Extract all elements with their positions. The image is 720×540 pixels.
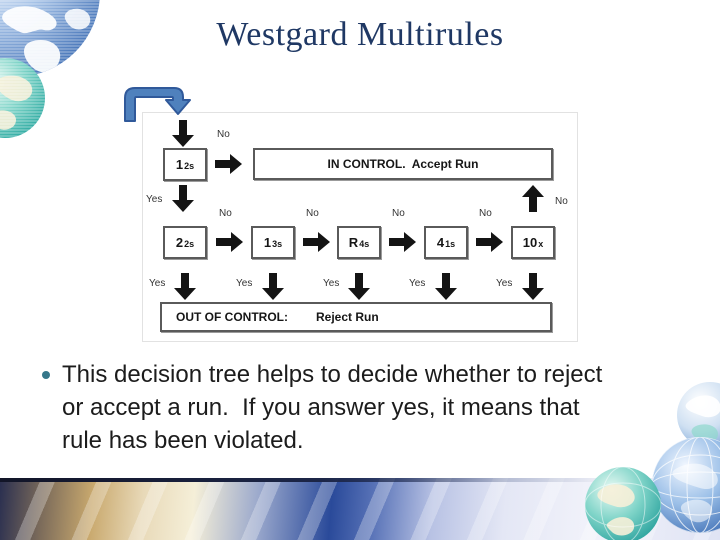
rule-main: 10 — [522, 235, 538, 250]
yes-label: Yes — [323, 278, 340, 289]
rule-sub: 3s — [272, 238, 283, 249]
yes-label: Yes — [409, 278, 426, 289]
flow-arrow-down-icon — [174, 273, 196, 300]
rule-main: R — [348, 235, 359, 250]
flow-arrow-up-icon — [522, 185, 544, 212]
blue-globe-icon — [0, 0, 100, 77]
flow-arrow-right-icon — [216, 232, 243, 252]
rule-main: 2 — [175, 235, 184, 250]
slide-title: Westgard Multirules — [216, 16, 504, 53]
out-of-control-box: OUT OF CONTROL: Reject Run — [160, 302, 552, 332]
rule-sub: 1s — [445, 238, 456, 249]
out-of-control-action: Reject Run — [315, 310, 379, 324]
no-label: No — [306, 208, 319, 219]
flow-arrow-right-icon — [303, 232, 330, 252]
bullet-icon — [42, 371, 50, 379]
flow-arrow-down-icon — [435, 273, 457, 300]
curved-start-arrow-icon — [124, 87, 191, 122]
bottom-right-globes-decoration — [585, 382, 720, 540]
no-label: No — [217, 129, 230, 140]
no-label: No — [479, 208, 492, 219]
flow-arrow-down-icon — [348, 273, 370, 300]
yes-label: Yes — [496, 278, 513, 289]
rule-main: 1 — [175, 157, 184, 172]
in-control-box: IN CONTROL. Accept Run — [253, 148, 553, 180]
flow-arrow-down-icon — [262, 273, 284, 300]
no-label: No — [219, 208, 232, 219]
out-of-control-label: OUT OF CONTROL: — [176, 310, 288, 324]
rule-sub: 2s — [184, 238, 195, 249]
yes-label: Yes — [146, 194, 163, 205]
yes-label: Yes — [149, 278, 166, 289]
no-label: No — [392, 208, 405, 219]
flow-arrow-down-icon — [172, 120, 194, 147]
teal-globe-icon — [0, 58, 45, 138]
rule-sub: 4s — [359, 238, 370, 249]
flow-arrow-right-icon — [476, 232, 503, 252]
rule-sub: 2s — [184, 160, 195, 171]
flow-arrow-down-icon — [172, 185, 194, 212]
rule-sub: x — [538, 238, 544, 249]
rule-main: 1 — [263, 235, 272, 250]
bullet-text: This decision tree helps to decide wheth… — [62, 361, 609, 454]
no-label: No — [555, 196, 568, 207]
flow-arrow-right-icon — [215, 154, 242, 174]
yes-label: Yes — [236, 278, 253, 289]
in-control-label: IN CONTROL. Accept Run — [327, 157, 479, 171]
wireframe-globe-icon — [652, 437, 720, 533]
rule-main: 4 — [436, 235, 445, 250]
flow-arrow-down-icon — [522, 273, 544, 300]
teal-globe-small-icon — [585, 467, 661, 540]
top-left-globes-decoration — [0, 0, 100, 138]
flow-arrow-right-icon — [389, 232, 416, 252]
